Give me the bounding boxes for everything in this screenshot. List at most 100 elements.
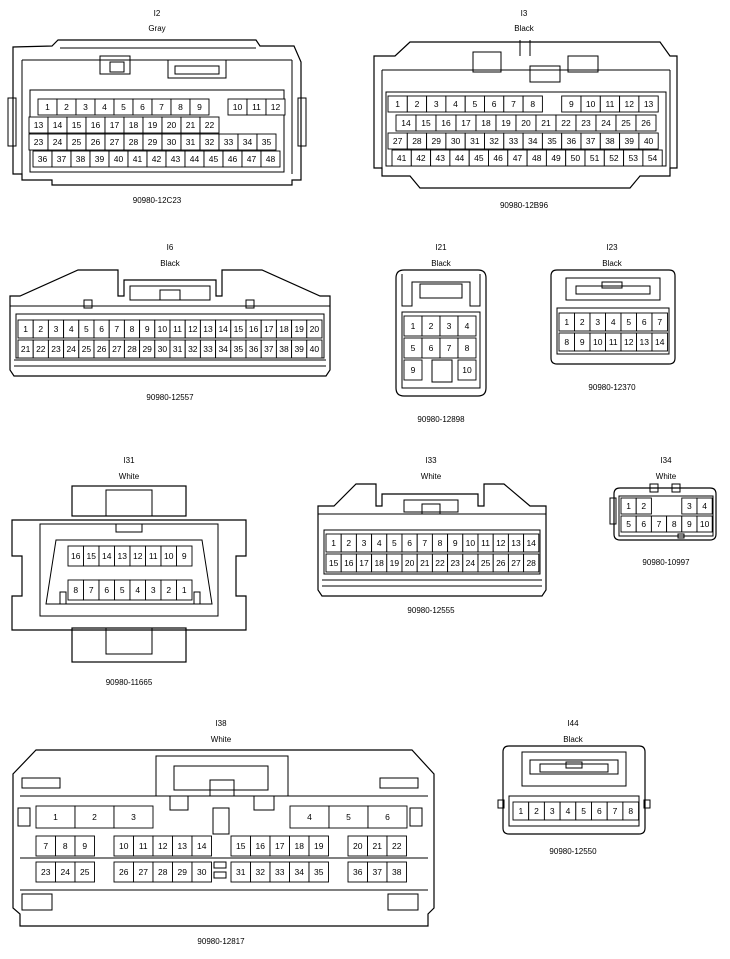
pin-number: 33	[509, 136, 519, 146]
pin-number: 15	[421, 118, 431, 128]
pin-cell	[696, 515, 713, 533]
pin-number: 16	[71, 551, 81, 561]
pin-number: 26	[119, 867, 129, 877]
pin-number: 7	[657, 519, 662, 529]
pin-number: 4	[566, 806, 571, 816]
pin-number: 24	[61, 867, 71, 877]
connector-id: I31	[123, 456, 135, 465]
pin-number: 1	[53, 812, 58, 822]
pin-number: 21	[373, 841, 383, 851]
pin-number: 16	[344, 558, 354, 568]
part-number: 90980-12817	[197, 937, 245, 946]
pin-number: 27	[511, 558, 521, 568]
pin-number: 29	[148, 137, 158, 147]
pin-number: 19	[294, 324, 304, 334]
pin-number: 16	[249, 324, 259, 334]
connector-color: Black	[160, 259, 181, 268]
pin-number: 4	[307, 812, 312, 822]
pin-number: 26	[91, 137, 101, 147]
pin-number: 7	[114, 324, 119, 334]
pin-number: 14	[102, 551, 112, 561]
pin-number: 35	[234, 344, 244, 354]
pin-number: 29	[432, 136, 442, 146]
pin-number: 6	[104, 585, 109, 595]
connector-color: White	[421, 472, 442, 481]
pin-cell	[256, 133, 277, 151]
pin-number: 20	[405, 558, 415, 568]
pin-number: 7	[159, 102, 164, 112]
pin-number: 8	[63, 841, 68, 851]
pin-number: 4	[377, 538, 382, 548]
pin-number: 5	[84, 324, 89, 334]
pin-number: 39	[294, 344, 304, 354]
pin-cell	[74, 835, 95, 857]
pin-cell	[176, 545, 193, 567]
pin-number: 13	[178, 841, 188, 851]
pin-cell	[457, 337, 477, 359]
connector-i34-housing	[609, 483, 717, 541]
pin-number: 21	[21, 344, 31, 354]
pin-number: 19	[501, 118, 511, 128]
pin-number: 33	[275, 867, 285, 877]
pin-number: 26	[641, 118, 651, 128]
pin-number: 27	[112, 344, 122, 354]
pin-number: 42	[152, 154, 162, 164]
pin-cell	[638, 95, 659, 113]
pin-number: 28	[127, 344, 137, 354]
pin-number: 6	[492, 99, 497, 109]
pin-number: 28	[129, 137, 139, 147]
pin-number: 26	[97, 344, 107, 354]
pin-cell	[696, 497, 713, 515]
pin-number: 35	[314, 867, 324, 877]
pin-cell	[622, 801, 640, 821]
pin-number: 21	[541, 118, 551, 128]
pin-number: 5	[472, 99, 477, 109]
pin-number: 10	[158, 324, 168, 334]
pin-number: 14	[218, 324, 228, 334]
pin-number: 8	[438, 538, 443, 548]
pin-number: 6	[407, 538, 412, 548]
pin-number: 9	[197, 102, 202, 112]
pin-number: 7	[657, 317, 662, 327]
pin-number: 3	[151, 585, 156, 595]
pin-number: 31	[470, 136, 480, 146]
pin-number: 45	[209, 154, 219, 164]
pin-number: 20	[310, 324, 320, 334]
pin-number: 46	[228, 154, 238, 164]
pin-cell	[367, 805, 408, 829]
pin-number: 13	[203, 324, 213, 334]
pin-number: 18	[481, 118, 491, 128]
pin-number: 7	[422, 538, 427, 548]
pin-number: 54	[648, 153, 658, 163]
connector-id: I6	[167, 243, 174, 252]
pin-number: 12	[133, 551, 143, 561]
pin-number: 47	[513, 153, 523, 163]
pin-cell	[265, 98, 286, 116]
pin-number: 16	[441, 118, 451, 128]
pin-number: 1	[626, 501, 631, 511]
pin-number: 38	[605, 136, 615, 146]
pin-number: 10	[119, 841, 129, 851]
pin-number: 14	[526, 538, 536, 548]
pin-cell	[191, 861, 212, 883]
pin-number: 24	[601, 118, 611, 128]
connector-color: Black	[431, 259, 452, 268]
pin-number: 7	[511, 99, 516, 109]
pin-number: 25	[621, 118, 631, 128]
pin-number: 30	[167, 137, 177, 147]
pin-number: 18	[279, 324, 289, 334]
pin-number: 37	[586, 136, 596, 146]
pin-number: 11	[481, 538, 490, 548]
pin-number: 42	[416, 153, 426, 163]
connector-i21-housing	[395, 269, 487, 397]
